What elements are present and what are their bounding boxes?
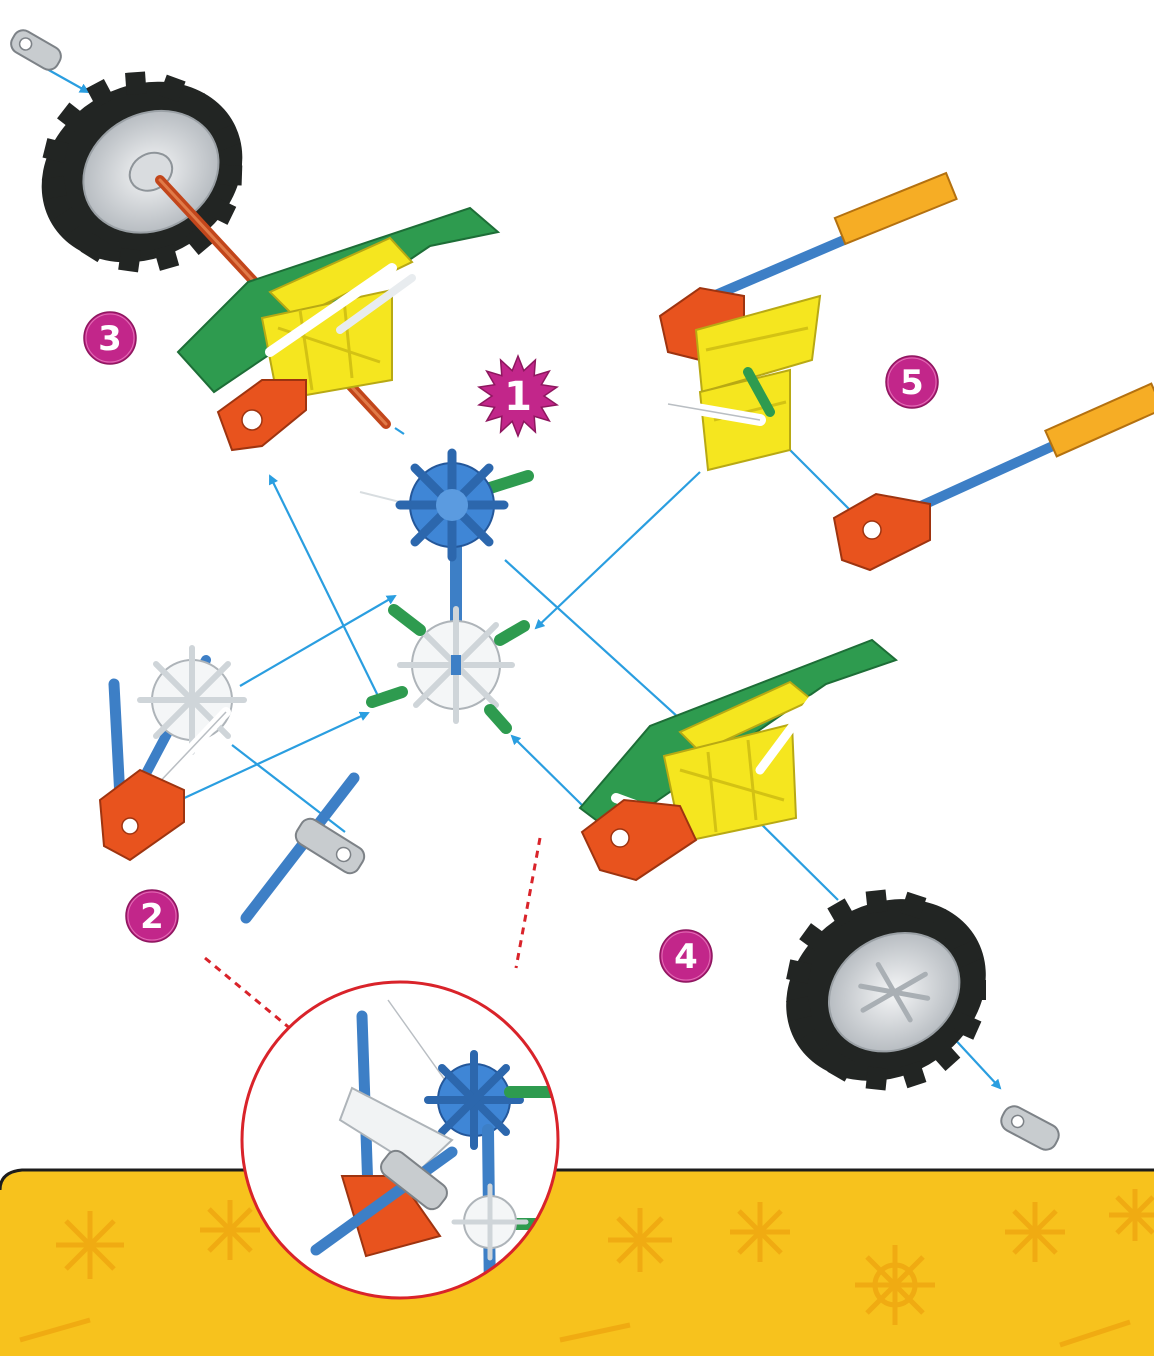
footer-band <box>0 1170 1154 1356</box>
frame-assembly-step-4 <box>580 640 896 880</box>
step-badge-5: 5 <box>886 356 938 408</box>
blue-connector-hub-icon <box>360 453 528 728</box>
step-badge-1: 1 <box>479 356 557 436</box>
gray-clip-icon <box>997 1102 1062 1153</box>
wheel-icon <box>746 851 1026 1128</box>
gray-clip-icon <box>7 27 64 74</box>
step-badge-4: 4 <box>660 930 712 982</box>
svg-text:3: 3 <box>98 319 122 359</box>
connector-rod-assembly-icon <box>100 648 244 860</box>
svg-text:1: 1 <box>504 374 532 420</box>
svg-text:2: 2 <box>140 897 164 937</box>
svg-text:4: 4 <box>674 937 698 977</box>
step-badge-2: 2 <box>126 890 178 942</box>
blue-rod-icon <box>246 778 368 918</box>
svg-text:5: 5 <box>900 363 924 403</box>
step-badge-3: 3 <box>84 312 136 364</box>
